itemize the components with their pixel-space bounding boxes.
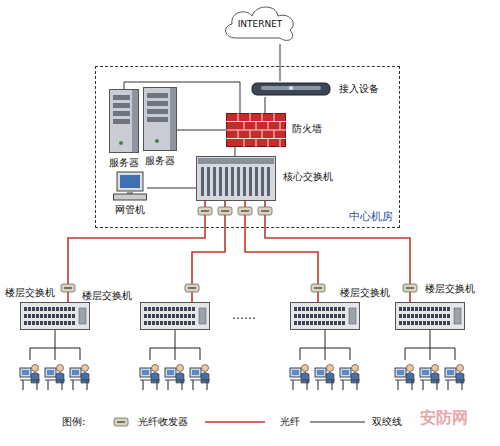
user-workstation — [420, 365, 440, 391]
internet-cloud: INTERNET — [220, 2, 300, 44]
management-pc-icon — [113, 171, 147, 201]
twisted-pair-wire — [300, 330, 350, 360]
server: 服务器 — [109, 89, 139, 153]
node-label: 楼层交换机 — [82, 290, 132, 302]
legend-fiber-sample — [205, 421, 265, 423]
user-workstation — [315, 365, 335, 391]
server: 服务器 — [143, 87, 177, 151]
node-label: INTERNET — [220, 18, 300, 30]
fiber-link — [68, 201, 205, 302]
user-workstations — [20, 365, 465, 391]
node-label: 防火墙 — [292, 123, 322, 135]
legend-text: 双绞线 — [372, 415, 402, 429]
legend-transceiver-sample — [114, 418, 128, 426]
user-workstation — [340, 365, 360, 391]
twisted-pair-wires — [30, 330, 455, 360]
fiber-transceiver — [403, 284, 417, 292]
fiber-transceiver — [61, 284, 75, 292]
user-workstation — [395, 365, 415, 391]
legend-text: 光纤 — [280, 415, 300, 429]
node-label: 服务器 — [109, 157, 139, 169]
floor-switch-icon — [395, 302, 465, 330]
node-label: 楼层交换机 — [340, 287, 390, 299]
network-link — [124, 82, 240, 113]
user-workstation — [190, 365, 210, 391]
user-workstation — [140, 365, 160, 391]
machine-room-zone: 中心机房接入设备服务器服务器防火墙核心交换机网管机 — [95, 66, 400, 228]
twisted-pair-wire — [30, 330, 80, 360]
fiber-link — [265, 201, 410, 302]
fiber-link — [245, 201, 318, 302]
legend-twisted-pair-sample — [310, 422, 365, 423]
floor-switch-icon — [20, 302, 90, 330]
firewall: 防火墙 — [226, 113, 286, 147]
core-transceivers — [198, 207, 272, 215]
network-link — [280, 44, 281, 81]
user-workstation — [445, 365, 465, 391]
twisted-pair-wire — [405, 330, 455, 360]
network-link — [235, 147, 236, 156]
fiber-transceiver — [258, 207, 272, 215]
access-device-icon — [251, 81, 331, 97]
fiber-transceiver — [185, 284, 199, 292]
node-label: 楼层交换机 — [425, 283, 475, 295]
user-workstation — [20, 365, 40, 391]
fiber-transceiver — [218, 207, 232, 215]
floor-switch: 楼层交换机 — [395, 302, 465, 330]
server-icon — [143, 87, 177, 151]
network-link — [265, 97, 266, 113]
node-label: 核心交换机 — [283, 171, 333, 183]
node-label: 接入设备 — [339, 83, 379, 95]
access-device: 接入设备 — [251, 81, 331, 97]
management-pc: 网管机 — [113, 171, 147, 201]
node-label: 网管机 — [115, 204, 145, 216]
network-link — [147, 188, 196, 189]
user-workstation — [290, 365, 310, 391]
server-icon — [109, 89, 139, 153]
node-label: 服务器 — [145, 155, 175, 167]
core-switch: 核心交换机 — [196, 156, 276, 201]
user-workstation — [70, 365, 90, 391]
fiber-transceiver — [198, 207, 212, 215]
core-switch-icon — [196, 156, 276, 201]
legend-heading: 图例: — [62, 415, 85, 429]
network-link — [177, 130, 226, 131]
fiber-link — [192, 201, 225, 302]
firewall-icon — [226, 113, 286, 147]
fiber-transceiver — [238, 207, 252, 215]
floor-switch-icon — [140, 302, 210, 330]
user-workstation — [165, 365, 185, 391]
node-label: 楼层交换机 — [5, 287, 55, 299]
floor-switch: 楼层交换机 — [290, 302, 360, 330]
node-label: 中心机房 — [349, 211, 393, 223]
floor-switch: 楼层交换机 — [140, 302, 210, 330]
watermark: 安防网 — [420, 411, 468, 425]
user-workstation — [45, 365, 65, 391]
legend-text: 光纤收发器 — [138, 415, 188, 429]
fiber-transceiver — [311, 284, 325, 292]
floor-switch: 楼层交换机 — [20, 302, 90, 330]
ellipsis: …… — [232, 308, 256, 322]
twisted-pair-wire — [150, 330, 200, 360]
floor-switch-icon — [290, 302, 360, 330]
